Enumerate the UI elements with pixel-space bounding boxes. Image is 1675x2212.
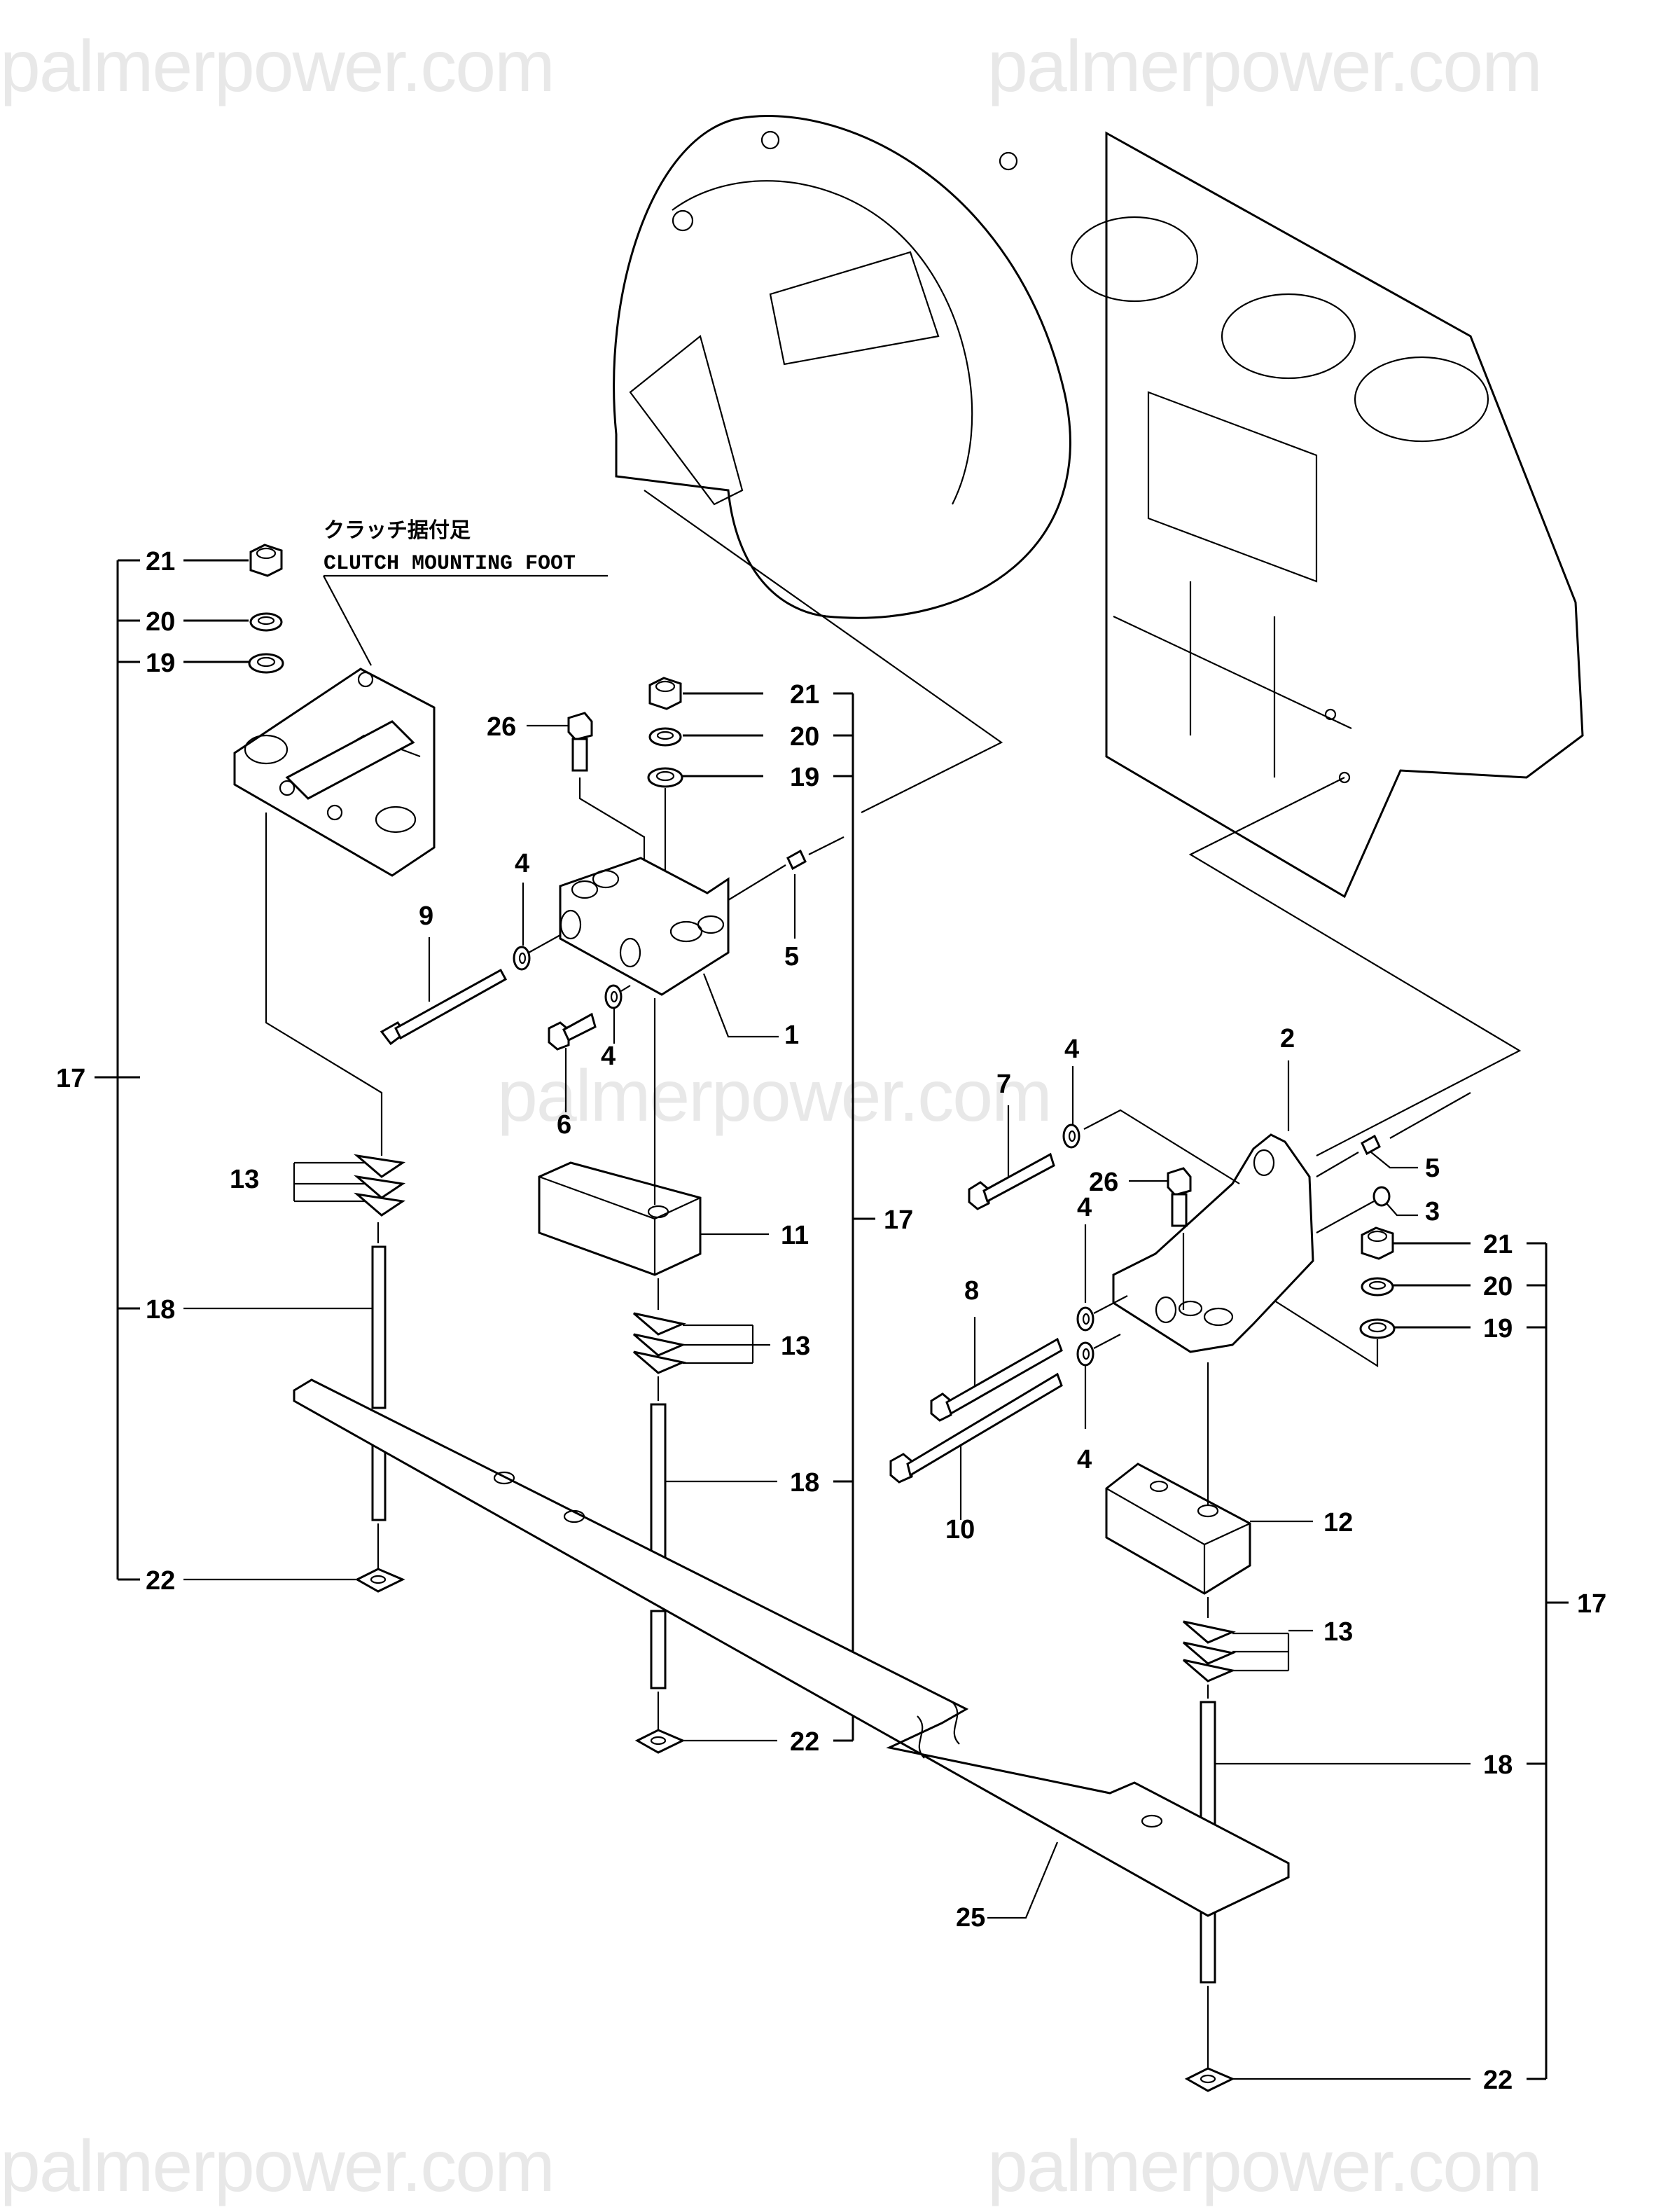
spring-washer-icon — [249, 612, 283, 632]
bolt-icon — [567, 712, 593, 772]
bolt-icon — [548, 1012, 597, 1051]
housing-leader — [644, 490, 1003, 813]
flywheel-housing-icon — [613, 115, 1071, 619]
callout-20-right: 20 — [1483, 1272, 1513, 1301]
watermark-center: palmerpower.com — [497, 1056, 1051, 1137]
callout-13-right: 13 — [1323, 1617, 1353, 1647]
washer-icon — [604, 984, 623, 1009]
callout-22-left: 22 — [146, 1566, 175, 1596]
callout-18-right: 18 — [1483, 1750, 1513, 1780]
dowel-icon — [1361, 1134, 1381, 1156]
callout-4-right-c: 4 — [1077, 1445, 1092, 1474]
callout-22-center: 22 — [790, 1727, 819, 1757]
center-group: 21 20 19 17 18 22 26 1 4 — [380, 677, 913, 1757]
bolt-icon — [968, 1152, 1055, 1210]
shims-bracket-left — [293, 1161, 382, 1203]
callout-20-left: 20 — [146, 607, 175, 637]
washer-icon — [513, 946, 531, 971]
callout-13-center: 13 — [781, 1332, 810, 1361]
stud-icon — [371, 1245, 387, 1409]
watermark-top-left: palmerpower.com — [0, 26, 554, 107]
callout-1: 1 — [784, 1021, 799, 1050]
callout-26-center: 26 — [487, 712, 516, 742]
callout-26-right: 26 — [1089, 1168, 1118, 1197]
caption-japanese: クラッチ据付足 — [324, 519, 471, 544]
nut-icon — [648, 677, 682, 710]
shim-icon — [354, 1154, 406, 1217]
right-group: 21 20 19 17 18 22 2 4 7 26 — [889, 1024, 1606, 2095]
mount-bracket-1-icon — [559, 857, 730, 996]
base-rail-icon — [293, 1378, 1290, 1917]
foot-leader — [265, 813, 383, 1156]
callout-17-right: 17 — [1577, 1589, 1606, 1619]
flange-nut-icon — [354, 1568, 405, 1593]
washer-icon — [1076, 1341, 1094, 1367]
callout-22-right: 22 — [1483, 2066, 1513, 2095]
callout-2: 2 — [1280, 1024, 1295, 1053]
rail-leader — [987, 1841, 1059, 1919]
callout-4-right-b: 4 — [1077, 1193, 1092, 1222]
watermark-top-right: palmerpower.com — [987, 26, 1541, 107]
washer-icon — [647, 767, 683, 788]
shim-icon — [1183, 1620, 1236, 1682]
callout-4-center-a: 4 — [515, 849, 529, 878]
washer-icon — [248, 653, 284, 674]
callout-21-right: 21 — [1483, 1230, 1513, 1259]
callout-17-center: 17 — [884, 1205, 913, 1235]
bolt-icon — [1167, 1167, 1192, 1227]
callout-5-right: 5 — [1425, 1154, 1440, 1183]
washer-icon — [1372, 1186, 1391, 1207]
callout-18-center: 18 — [790, 1468, 819, 1498]
nut-icon — [1361, 1226, 1394, 1260]
callout-4-right-a: 4 — [1064, 1035, 1079, 1064]
callout-11: 11 — [781, 1221, 809, 1250]
callout-21-left: 21 — [146, 547, 175, 576]
callout-13-left: 13 — [230, 1165, 259, 1194]
clutch-mounting-foot-icon — [233, 668, 436, 877]
washer-icon — [1359, 1318, 1396, 1339]
callout-8: 8 — [964, 1276, 979, 1306]
spring-washer-icon — [648, 727, 682, 747]
flange-nut-icon — [634, 1729, 686, 1754]
callout-19-left: 19 — [146, 649, 175, 678]
spring-washer-icon — [1361, 1277, 1394, 1297]
callout-20-center: 20 — [790, 722, 819, 752]
callout-17-left: 17 — [56, 1064, 85, 1093]
watermark-bottom-right: palmerpower.com — [987, 2126, 1541, 2207]
callout-18-left: 18 — [146, 1295, 175, 1325]
callout-5-center: 5 — [784, 942, 799, 972]
shim-icon — [633, 1312, 686, 1374]
caption-english: CLUTCH MOUNTING FOOT — [324, 552, 576, 576]
callout-19-right: 19 — [1483, 1314, 1513, 1343]
rubber-block-12-icon — [1105, 1463, 1251, 1595]
nut-icon — [249, 544, 283, 577]
callout-19-center: 19 — [790, 763, 819, 792]
callout-12: 12 — [1323, 1508, 1353, 1537]
flange-nut-icon — [1184, 2067, 1235, 2092]
washer-icon — [1076, 1306, 1094, 1332]
long-bolt-icon — [930, 1337, 1063, 1422]
caption-leader — [323, 575, 372, 666]
callout-3: 3 — [1425, 1197, 1440, 1226]
block-leader — [1188, 777, 1522, 1156]
dowel-icon — [786, 849, 807, 871]
washer-icon — [1062, 1124, 1080, 1149]
left-group: 21 20 19 17 18 13 22 — [56, 544, 436, 1596]
engine-block-icon — [1070, 131, 1584, 899]
long-bolt-icon — [889, 1372, 1063, 1484]
long-bolt-icon — [380, 968, 508, 1046]
watermark-bottom-left: palmerpower.com — [0, 2126, 554, 2207]
callout-21-center: 21 — [790, 680, 819, 710]
callout-7: 7 — [996, 1070, 1011, 1099]
callout-9: 9 — [419, 901, 433, 931]
mount-bracket-2-icon — [1112, 1133, 1314, 1353]
callout-6: 6 — [557, 1110, 571, 1140]
callout-4-center-b: 4 — [601, 1042, 616, 1071]
callout-25: 25 — [956, 1903, 985, 1933]
stud-icon — [650, 1403, 667, 1567]
rubber-block-11-icon — [538, 1161, 702, 1276]
